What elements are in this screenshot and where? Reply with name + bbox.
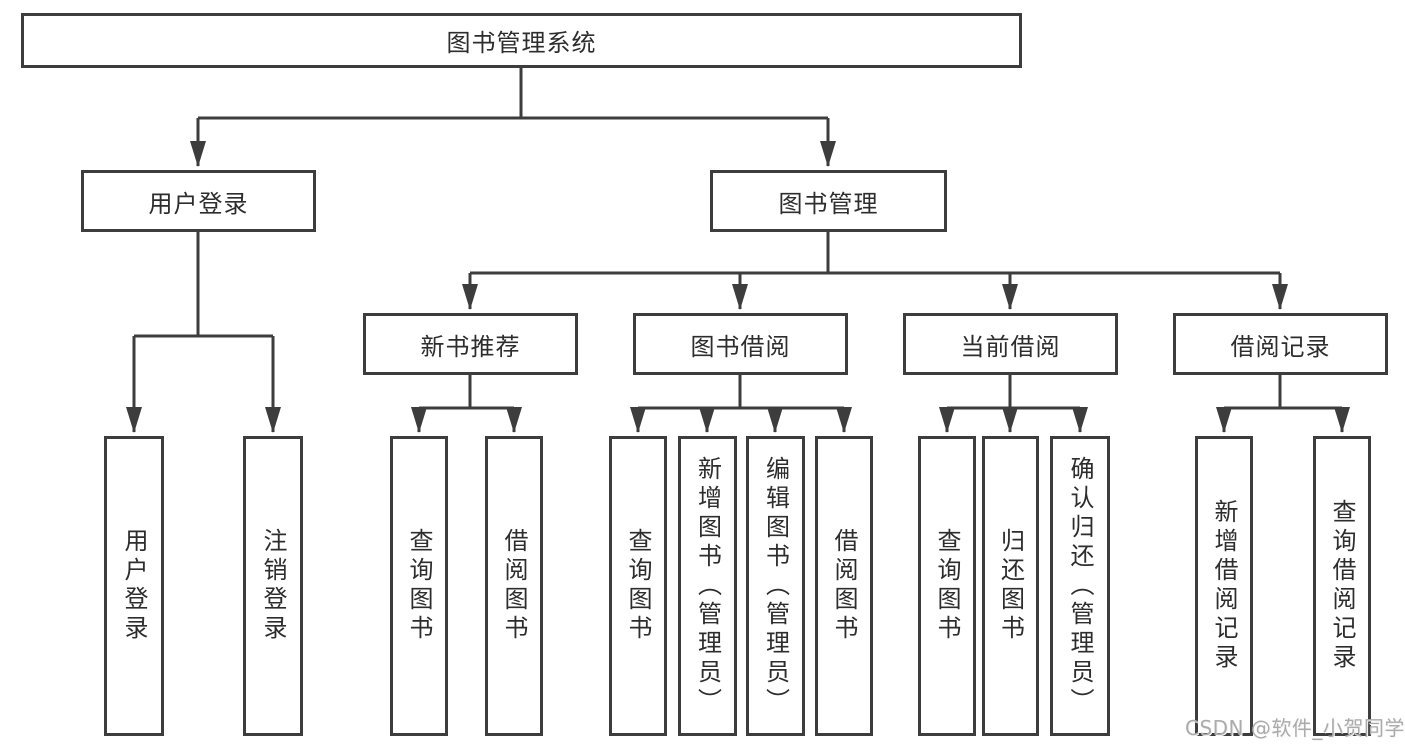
leaf-query-books-current-label: 查询图书 xyxy=(933,528,961,644)
node-new-book-recommend: 新书推荐 xyxy=(363,313,578,375)
node-book-borrow: 图书借阅 xyxy=(633,313,848,375)
leaf-logout: 注销登录 xyxy=(243,436,303,736)
leaf-add-books-admin: 新增图书（管理员） xyxy=(678,436,737,736)
node-current-borrow-label: 当前借阅 xyxy=(960,332,1061,361)
leaf-borrow-books-label: 借阅图书 xyxy=(830,528,858,644)
leaf-borrow-books: 借阅图书 xyxy=(815,436,873,736)
leaf-return-books-label: 归还图书 xyxy=(996,528,1025,644)
node-current-borrow: 当前借阅 xyxy=(903,313,1118,375)
leaf-add-borrow-record: 新增借阅记录 xyxy=(1195,436,1253,736)
node-library-system-label: 图书管理系统 xyxy=(446,29,597,57)
leaf-borrow-books-recommend: 借阅图书 xyxy=(485,436,543,736)
node-user-login: 用户登录 xyxy=(81,170,316,232)
leaf-query-borrow-record-label: 查询借阅记录 xyxy=(1328,499,1356,673)
node-user-login-label: 用户登录 xyxy=(148,189,249,218)
leaf-query-borrow-record: 查询借阅记录 xyxy=(1313,436,1371,736)
leaf-user-login: 用户登录 xyxy=(104,436,164,736)
node-book-management-label: 图书管理 xyxy=(778,189,879,218)
leaf-edit-books-admin: 编辑图书（管理员） xyxy=(746,436,805,736)
leaf-query-books-recommend-label: 查询图书 xyxy=(405,528,433,644)
leaf-add-books-admin-label: 新增图书（管理员） xyxy=(693,455,722,717)
leaf-logout-label: 注销登录 xyxy=(259,528,287,644)
leaf-query-books-borrow: 查询图书 xyxy=(609,436,667,736)
leaf-edit-books-admin-label: 编辑图书（管理员） xyxy=(761,455,790,717)
leaf-confirm-return-admin: 确认归还（管理员） xyxy=(1050,436,1110,736)
leaf-query-books-recommend: 查询图书 xyxy=(390,436,448,736)
leaf-borrow-books-recommend-label: 借阅图书 xyxy=(500,528,528,644)
leaf-query-books-borrow-label: 查询图书 xyxy=(624,528,652,644)
node-borrow-records-label: 借阅记录 xyxy=(1230,332,1331,361)
node-new-book-recommend-label: 新书推荐 xyxy=(420,332,521,361)
leaf-query-books-current: 查询图书 xyxy=(918,436,976,736)
leaf-user-login-label: 用户登录 xyxy=(120,528,148,644)
leaf-return-books: 归还图书 xyxy=(982,436,1039,736)
node-book-management: 图书管理 xyxy=(710,170,947,232)
csdn-watermark: CSDN @软件_小贺同学 xyxy=(1185,716,1405,740)
node-library-system: 图书管理系统 xyxy=(21,13,1022,68)
leaf-confirm-return-admin-label: 确认归还（管理员） xyxy=(1066,455,1094,717)
node-borrow-records: 借阅记录 xyxy=(1173,313,1388,375)
node-book-borrow-label: 图书借阅 xyxy=(690,332,791,361)
leaf-add-borrow-record-label: 新增借阅记录 xyxy=(1210,499,1238,673)
